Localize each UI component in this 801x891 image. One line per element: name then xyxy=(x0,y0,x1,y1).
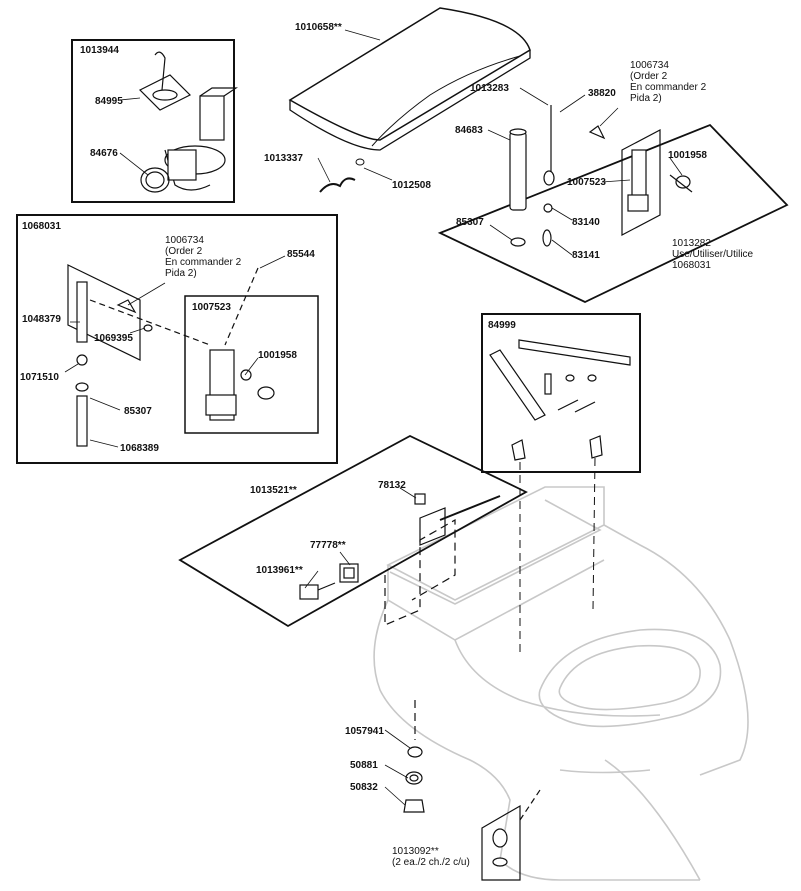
fill-valve-parts xyxy=(67,264,275,447)
tank-lid-drawing xyxy=(288,7,531,141)
trip-lever-parts xyxy=(299,493,501,626)
tank-interior-parts xyxy=(509,105,693,247)
seat-hinge-kit-box xyxy=(481,313,641,473)
fill-valve-inner-box xyxy=(184,295,319,434)
use-note: 1013282 Use/Utiliser/Utilice 1068031 xyxy=(672,238,754,271)
trip-lever-panel xyxy=(178,434,528,628)
part-label-1013337: 1013337 xyxy=(264,153,303,164)
part-label-1001958-inner: 1001958 xyxy=(258,350,297,361)
part-label-1001958-top: 1001958 xyxy=(668,150,707,161)
part-label-84995: 84995 xyxy=(95,96,123,107)
part-label-38820: 38820 xyxy=(588,88,616,99)
toilet-bowl-outline xyxy=(373,486,749,881)
part-label-85307-left: 85307 xyxy=(124,406,152,417)
part-label-84683: 84683 xyxy=(455,125,483,136)
fill-valve-kit-box xyxy=(16,214,338,464)
part-label-50832: 50832 xyxy=(350,782,378,793)
part-label-1007523-inner: 1007523 xyxy=(192,302,231,313)
part-label-50881: 50881 xyxy=(350,760,378,771)
part-label-1013961: 1013961** xyxy=(256,565,303,576)
kit-label-1013521: 1013521** xyxy=(250,485,297,496)
part-label-1048379: 1048379 xyxy=(22,314,61,325)
part-label-1012508: 1012508 xyxy=(392,180,431,191)
flush-valve-parts xyxy=(138,51,238,193)
part-label-1007523-top: 1007523 xyxy=(567,177,606,188)
part-label-85544: 85544 xyxy=(287,249,315,260)
part-label-1068389: 1068389 xyxy=(120,443,159,454)
part-label-83140: 83140 xyxy=(572,217,600,228)
order-note-top: 1006734 (Order 2 En commander 2 Pida 2) xyxy=(630,60,707,104)
flush-valve-kit-box xyxy=(71,39,235,203)
part-label-84676: 84676 xyxy=(90,148,118,159)
part-label-1071510: 1071510 xyxy=(20,372,59,383)
kit-label-84999: 84999 xyxy=(488,320,516,331)
kit-label-1068031: 1068031 xyxy=(22,221,61,232)
bolt-caps-note: 1013092** (2 ea./2 ch./2 c/u) xyxy=(392,846,470,868)
part-label-77778: 77778** xyxy=(310,540,346,551)
part-label-1013283: 1013283 xyxy=(470,83,509,94)
part-label-78132: 78132 xyxy=(378,480,406,491)
leader-lines xyxy=(64,29,683,806)
part-label-1069395: 1069395 xyxy=(94,333,133,344)
part-label-83141: 83141 xyxy=(572,250,600,261)
part-label-1010658: 1010658** xyxy=(295,22,342,33)
kit-label-1013944: 1013944 xyxy=(80,45,119,56)
order-note-left: 1006734 (Order 2 En commander 2 Pida 2) xyxy=(165,235,242,279)
hose-drawing xyxy=(319,177,356,193)
part-label-1057941: 1057941 xyxy=(345,726,384,737)
tank-interior-panel xyxy=(437,123,789,303)
seat-hinge-parts xyxy=(489,339,631,461)
part-label-85307-top: 85307 xyxy=(456,217,484,228)
bottom-hardware xyxy=(403,700,541,881)
